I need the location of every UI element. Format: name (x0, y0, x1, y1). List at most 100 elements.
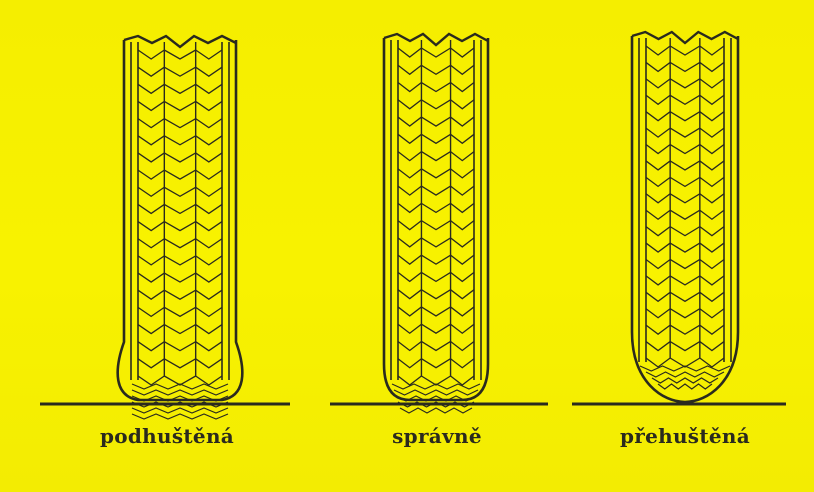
contact-wave (652, 378, 718, 383)
tread-chevron (398, 290, 421, 299)
tread-chevron (670, 210, 700, 219)
tread-chevron (700, 112, 724, 121)
tread-chevron (398, 65, 421, 74)
tread-chevron (700, 145, 724, 154)
tread-chevron (421, 290, 450, 299)
tread-chevron (700, 95, 724, 104)
tread-chevron (700, 194, 724, 203)
tire-underinflated (118, 36, 243, 419)
tread-chevron (451, 134, 474, 143)
tread-chevron (164, 222, 195, 231)
tread-chevron (138, 239, 164, 248)
tread-chevron (451, 324, 474, 333)
tread-chevron (196, 222, 222, 231)
tread-chevron (670, 112, 700, 121)
tread-chevron (646, 145, 670, 154)
tire-cut-edge (632, 32, 738, 43)
tread-chevron (421, 203, 450, 212)
tread-chevron (670, 177, 700, 186)
tread-chevron (398, 255, 421, 264)
tread-chevron (646, 194, 670, 203)
tread-chevron (451, 83, 474, 92)
tread-chevron (421, 221, 450, 230)
tread-chevron (164, 50, 195, 59)
tread-chevron (670, 62, 700, 71)
tire-cut-edge (384, 34, 488, 45)
tread-chevron (164, 239, 195, 248)
tread-chevron (646, 62, 670, 71)
tread-chevron (196, 187, 222, 196)
tread-chevron (138, 101, 164, 110)
tread-chevron (398, 203, 421, 212)
tread-chevron (398, 100, 421, 109)
tread-chevron (196, 119, 222, 128)
tread-chevron (398, 272, 421, 281)
contact-wave (658, 384, 712, 389)
tread-chevron (398, 152, 421, 161)
tread-chevron (646, 259, 670, 268)
label-correct: správně (337, 424, 537, 448)
tread-chevron (421, 307, 450, 316)
tread-chevron (398, 169, 421, 178)
tread-chevron (196, 256, 222, 265)
tread-chevron (421, 65, 450, 74)
tread-chevron (670, 79, 700, 88)
tread-chevron (700, 177, 724, 186)
tread-chevron (646, 309, 670, 318)
tread-chevron (164, 325, 195, 334)
tread-chevron (138, 170, 164, 179)
tread-chevron (451, 117, 474, 126)
tread-chevron (196, 153, 222, 162)
tread-chevron (164, 307, 195, 316)
tread-chevron (670, 161, 700, 170)
tread-chevron (421, 100, 450, 109)
tread-chevron (164, 170, 195, 179)
tread-chevron (138, 325, 164, 334)
tread-chevron (138, 119, 164, 128)
tire-outline (384, 38, 488, 400)
tread-chevron (196, 359, 222, 368)
tire-cut-edge (124, 36, 236, 47)
tread-chevron (451, 203, 474, 212)
tread-chevron (646, 325, 670, 334)
tread-chevron (164, 273, 195, 282)
tread-chevron (196, 50, 222, 59)
tread-chevron (700, 292, 724, 301)
contact-wave (400, 408, 472, 413)
tread-chevron (196, 136, 222, 145)
tread-chevron (138, 67, 164, 76)
tread-chevron (138, 50, 164, 59)
tread-chevron (700, 358, 724, 367)
tread-chevron (451, 48, 474, 57)
tread-chevron (164, 342, 195, 351)
tread-chevron (670, 276, 700, 285)
tread-chevron (700, 161, 724, 170)
tire-overinflated (632, 32, 738, 402)
tread-chevron (138, 359, 164, 368)
tread-chevron (646, 46, 670, 55)
tread-chevron (164, 67, 195, 76)
tire-correct (384, 34, 488, 413)
tread-chevron (700, 62, 724, 71)
tread-chevron (700, 227, 724, 236)
tread-chevron (421, 48, 450, 57)
tread-chevron (196, 170, 222, 179)
tread-chevron (138, 204, 164, 213)
tread-chevron (164, 84, 195, 93)
label-overinflated: přehuštěná (585, 424, 785, 448)
tread-chevron (164, 136, 195, 145)
tread-chevron (421, 117, 450, 126)
tread-chevron (421, 324, 450, 333)
tread-chevron (646, 177, 670, 186)
tread-chevron (421, 272, 450, 281)
tread-chevron (646, 292, 670, 301)
tread-chevron (138, 376, 164, 385)
tread-chevron (670, 342, 700, 351)
tread-chevron (646, 128, 670, 137)
tread-chevron (670, 309, 700, 318)
tread-chevron (646, 358, 670, 367)
tread-chevron (164, 101, 195, 110)
tread-chevron (646, 227, 670, 236)
tread-chevron (451, 221, 474, 230)
contact-wave (132, 414, 228, 419)
